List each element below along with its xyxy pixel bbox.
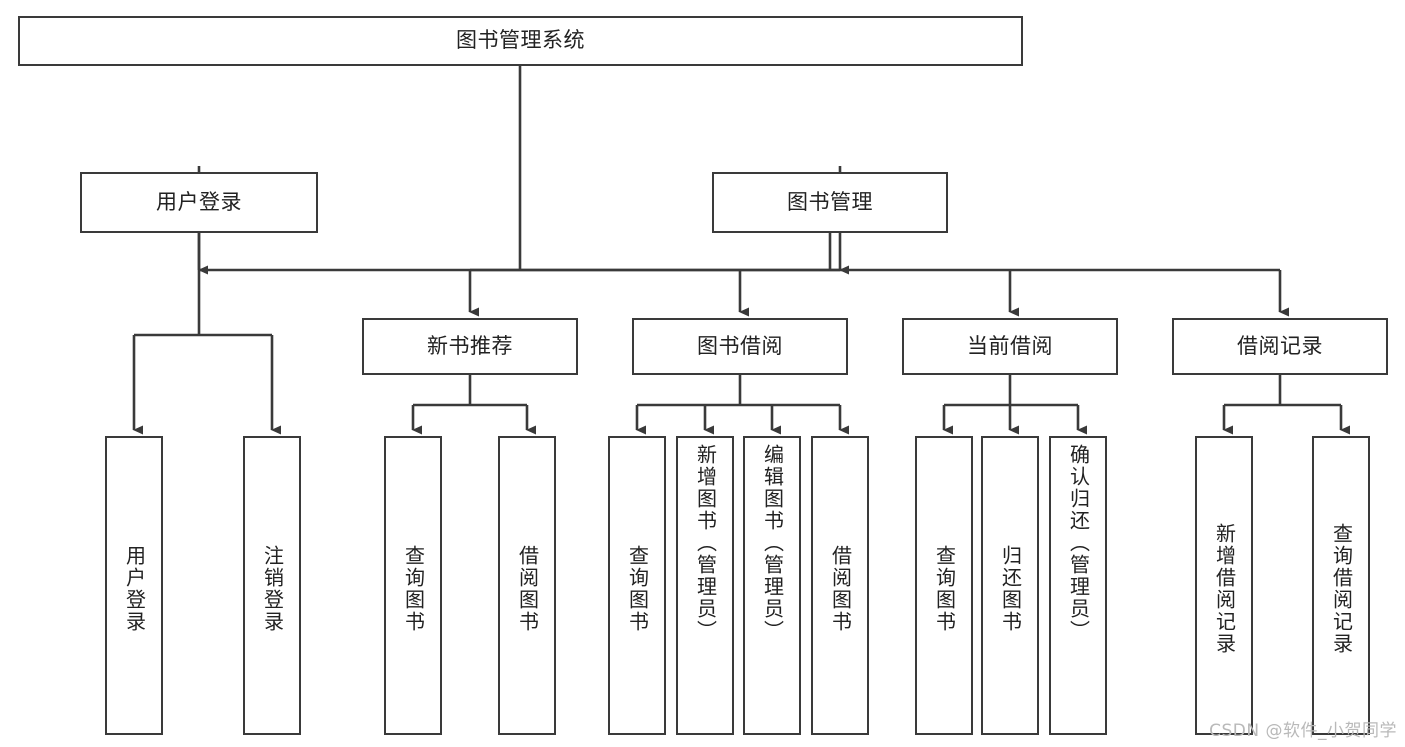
node-label: 图书借阅 xyxy=(697,333,783,358)
node-label: 查询图书 xyxy=(932,544,957,633)
node-label: 借阅图书 xyxy=(515,544,540,633)
node-label: 用户登录 xyxy=(122,544,147,633)
node-label: 注销登录 xyxy=(260,544,285,633)
node-label: 新书推荐 xyxy=(427,333,513,358)
node-borrow-records[interactable]: 借阅记录 xyxy=(1172,318,1388,375)
leaf-record-query-borrow-record[interactable]: 查询借阅记录 xyxy=(1312,436,1370,735)
node-label: 借阅记录 xyxy=(1237,333,1323,358)
node-label: 查询图书 xyxy=(625,544,650,633)
leaf-borrow-query-book[interactable]: 查询图书 xyxy=(608,436,666,735)
node-root-book-management-system[interactable]: 图书管理系统 xyxy=(18,16,1023,66)
node-new-book-recommendation[interactable]: 新书推荐 xyxy=(362,318,578,375)
node-label: 借阅图书 xyxy=(828,544,853,633)
node-label: 图书管理系统 xyxy=(456,28,585,53)
leaf-new-book-query[interactable]: 查询图书 xyxy=(384,436,442,735)
node-user-login[interactable]: 用户登录 xyxy=(80,172,318,233)
node-label: 查询图书 xyxy=(401,544,426,633)
node-label: 新增借阅记录 xyxy=(1212,522,1237,655)
node-label: 新增图书（管理员） xyxy=(693,444,718,642)
leaf-borrow-borrow-book[interactable]: 借阅图书 xyxy=(811,436,869,735)
node-label: 归还图书 xyxy=(998,544,1023,633)
node-book-borrowing[interactable]: 图书借阅 xyxy=(632,318,848,375)
leaf-borrow-edit-book-admin[interactable]: 编辑图书（管理员） xyxy=(743,436,801,735)
node-label: 当前借阅 xyxy=(967,333,1053,358)
node-current-borrowing[interactable]: 当前借阅 xyxy=(902,318,1118,375)
node-label: 确认归还（管理员） xyxy=(1066,444,1091,642)
leaf-current-query-book[interactable]: 查询图书 xyxy=(915,436,973,735)
leaf-current-return-book[interactable]: 归还图书 xyxy=(981,436,1039,735)
watermark-text: CSDN @软件_小贺同学 xyxy=(1209,721,1397,741)
leaf-user-login-logout[interactable]: 注销登录 xyxy=(243,436,301,735)
node-label: 图书管理 xyxy=(787,189,873,214)
leaf-record-add-borrow-record[interactable]: 新增借阅记录 xyxy=(1195,436,1253,735)
node-label: 查询借阅记录 xyxy=(1329,522,1354,655)
leaf-new-book-borrow[interactable]: 借阅图书 xyxy=(498,436,556,735)
leaf-borrow-add-book-admin[interactable]: 新增图书（管理员） xyxy=(676,436,734,735)
leaf-current-confirm-return-admin[interactable]: 确认归还（管理员） xyxy=(1049,436,1107,735)
leaf-user-login-login[interactable]: 用户登录 xyxy=(105,436,163,735)
node-label: 编辑图书（管理员） xyxy=(760,444,785,642)
node-label: 用户登录 xyxy=(156,189,242,214)
node-book-management[interactable]: 图书管理 xyxy=(712,172,948,233)
